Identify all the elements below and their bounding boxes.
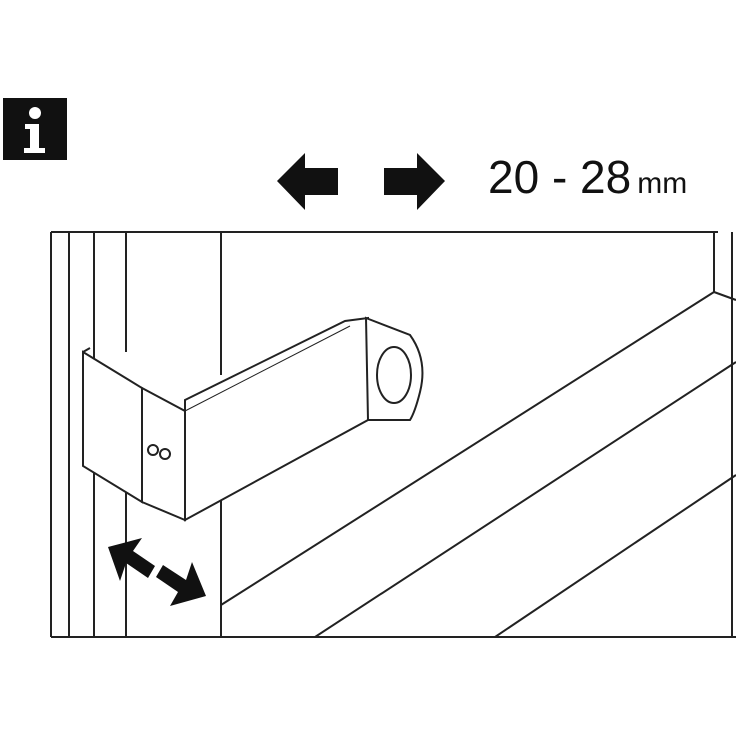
arrow-right-icon [384, 153, 445, 210]
dimension-value: 20 - 28 [488, 151, 632, 203]
dimension-unit: mm [637, 167, 688, 200]
double-arrow-diagonal-icon [108, 538, 206, 606]
info-icon [3, 98, 67, 160]
arrow-left-icon [277, 153, 338, 210]
